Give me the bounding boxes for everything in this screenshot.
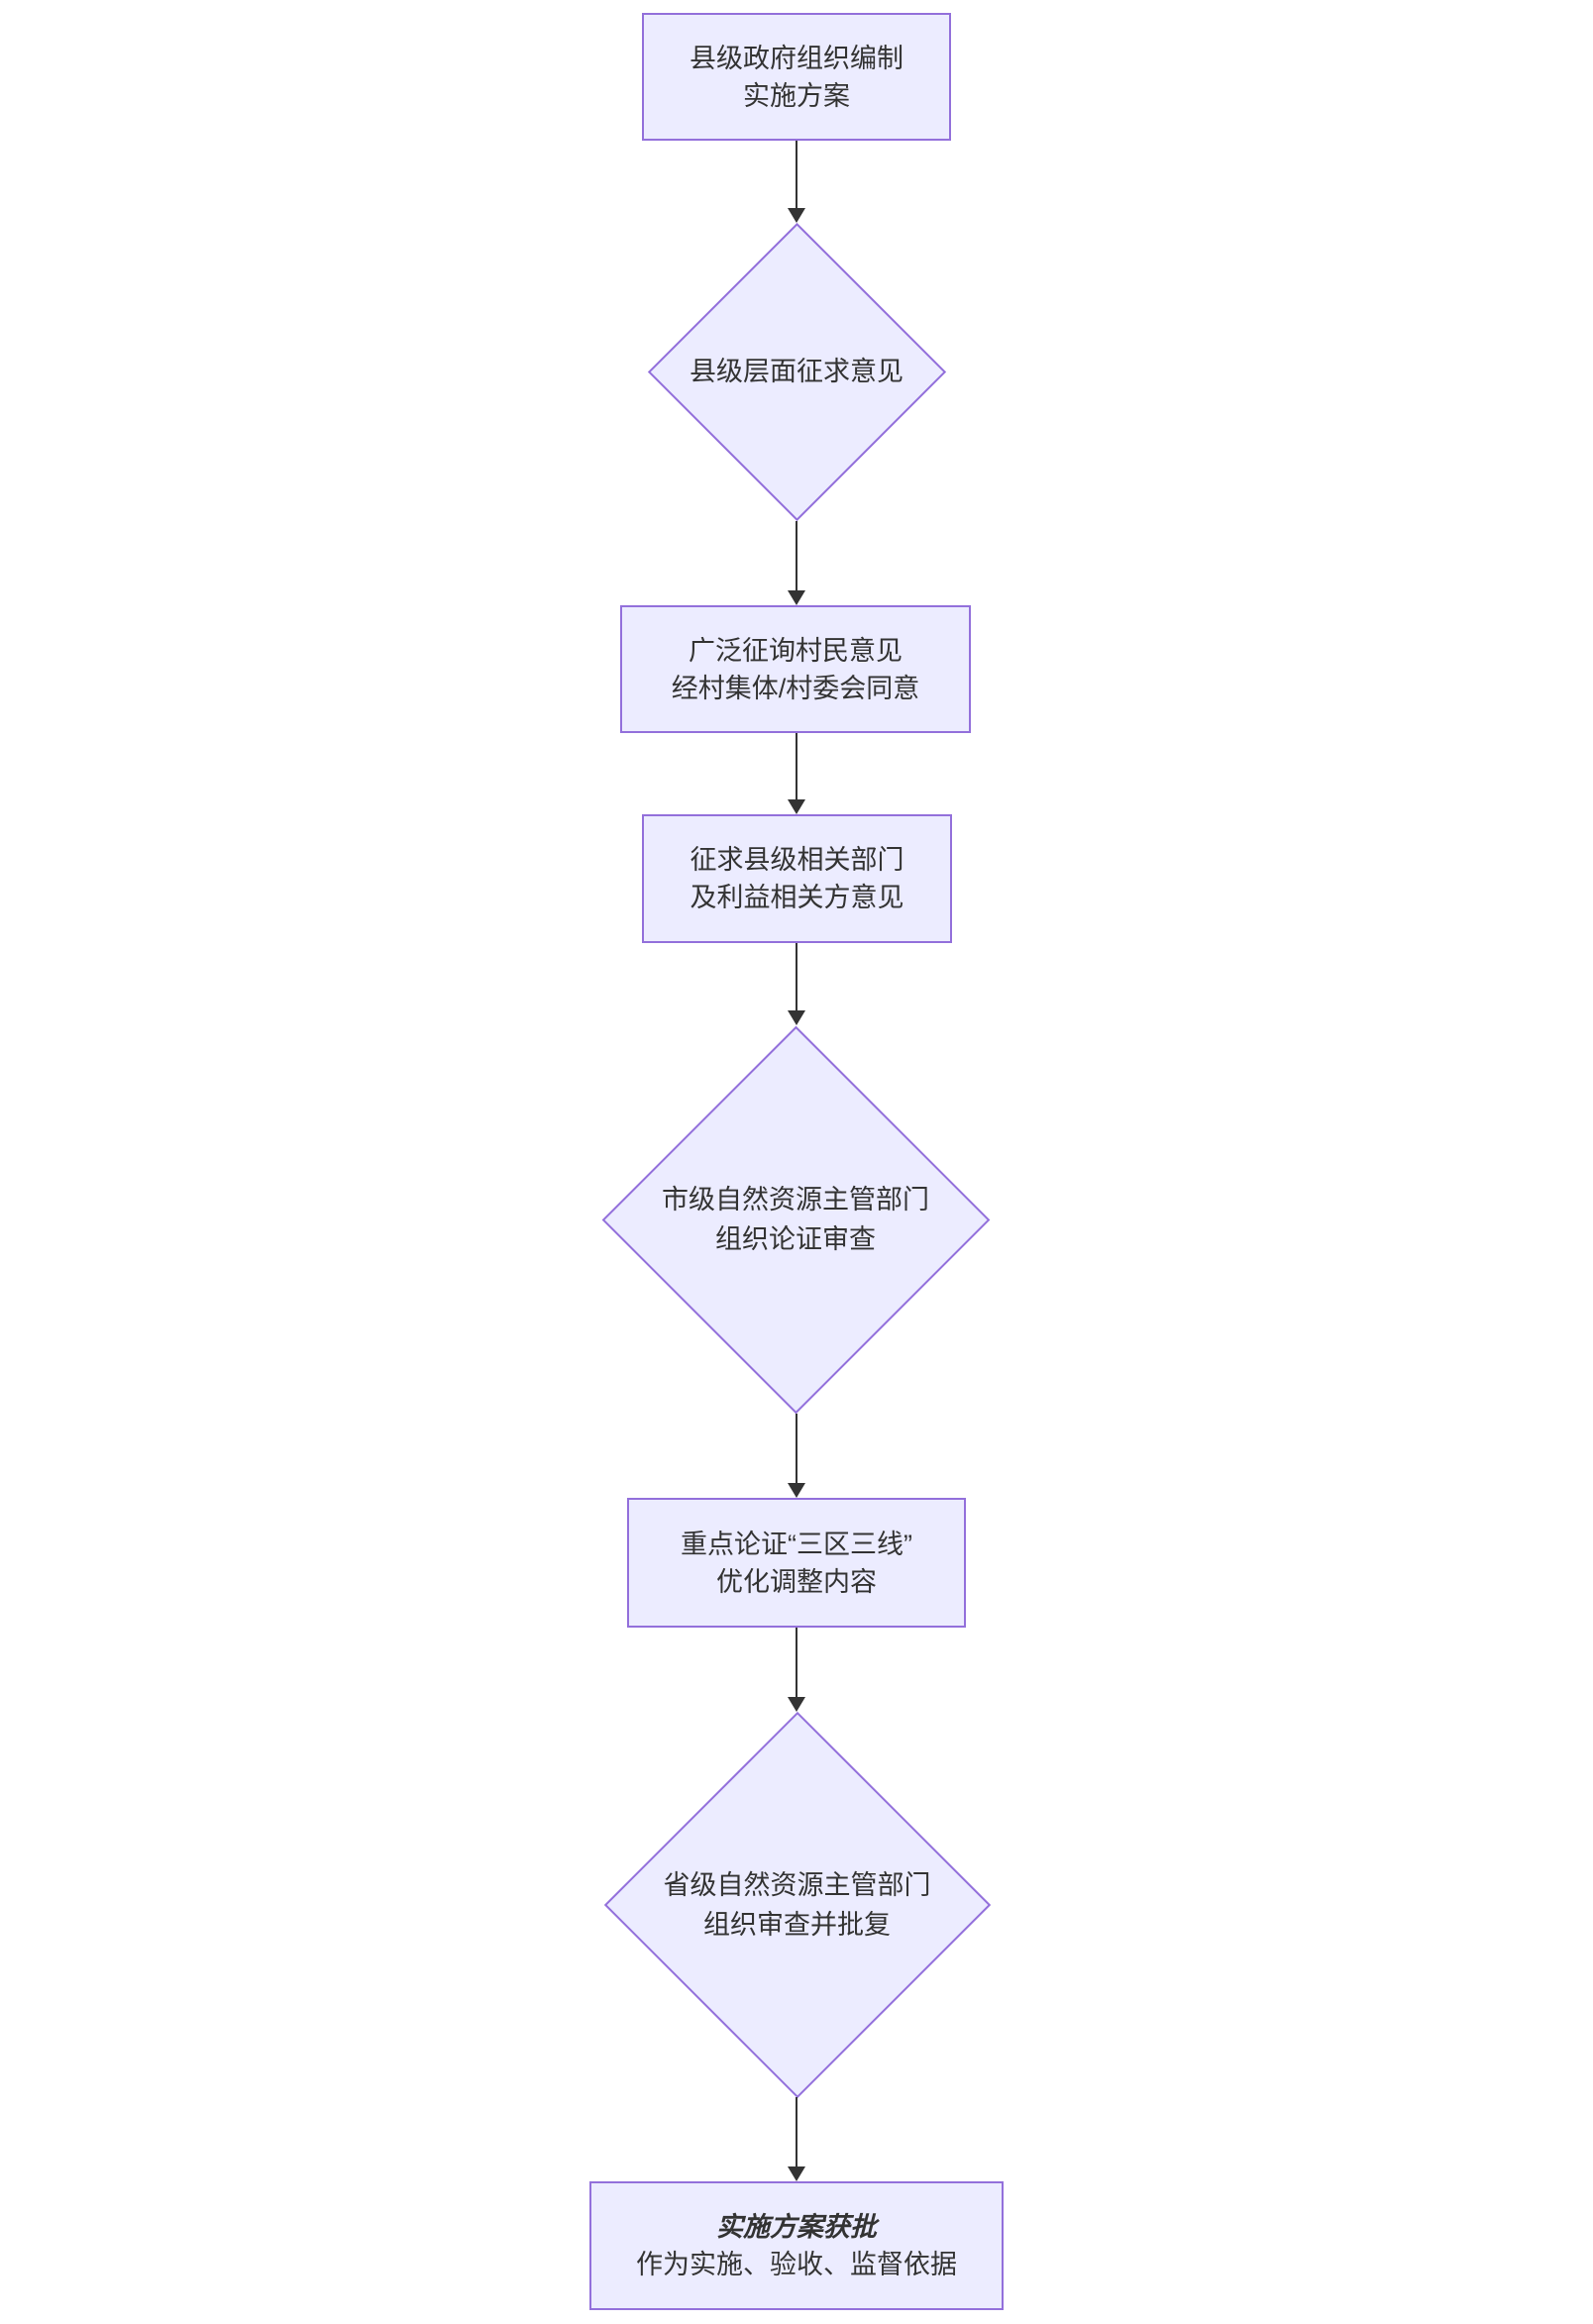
arrowhead-icon [788,208,805,223]
arrow-line [796,2097,797,2166]
node-label-line: 重点论证“三区三线” [681,1529,912,1559]
node-label: 县级层面征求意见 [647,222,946,521]
flow-node-plan-draft: 县级政府组织编制 实施方案 [642,13,951,141]
arrow-line [796,521,797,590]
arrow-line [796,141,797,208]
flow-arrow-villager-consult-to-dept-consult [788,733,805,814]
arrow-line [796,1414,797,1483]
flow-arrow-city-review-to-three-zones [788,1414,805,1498]
flow-arrow-dept-consult-to-city-review [788,943,805,1025]
flow-arrow-three-zones-to-province-review [788,1628,805,1712]
flow-node-three-zones: 重点论证“三区三线” 优化调整内容 [627,1498,966,1628]
node-label-line: 实施方案 [743,80,850,111]
arrow-line [796,943,797,1010]
node-label-line: 县级政府组织编制 [690,43,903,73]
node-label-line: 广泛征询村民意见 [689,635,903,666]
node-label-line: 组织审查并批复 [703,1909,891,1940]
flow-node-county-consult: 县级层面征求意见 [647,222,946,521]
arrowhead-icon [788,2166,805,2181]
arrowhead-icon [788,799,805,814]
arrowhead-icon [788,1010,805,1025]
node-label-line-emphasis: 实施方案获批 [716,2212,877,2242]
node-label-line: 经村集体/村委会同意 [671,673,920,703]
node-label: 市级自然资源主管部门 组织论证审查 [601,1025,990,1414]
flow-arrow-province-review-to-plan-approved [788,2097,805,2181]
node-label-line: 组织论证审查 [715,1224,876,1254]
flow-node-city-review: 市级自然资源主管部门 组织论证审查 [601,1025,990,1414]
flow-arrow-county-consult-to-villager-consult [788,521,805,605]
flow-node-province-review: 省级自然资源主管部门 组织审查并批复 [603,1711,991,2098]
node-label-line: 优化调整内容 [716,1566,877,1597]
flow-arrow-plan-draft-to-county-consult [788,141,805,223]
arrowhead-icon [788,590,805,605]
node-label: 省级自然资源主管部门 组织审查并批复 [603,1711,991,2098]
flow-node-plan-approved: 实施方案获批 作为实施、验收、监督依据 [589,2181,1004,2310]
arrow-line [796,733,797,799]
node-label-line: 及利益相关方意见 [690,883,904,912]
node-label-line: 作为实施、验收、监督依据 [636,2250,957,2279]
node-label-line: 市级自然资源主管部门 [662,1185,929,1215]
node-label-line: 征求县级相关部门 [690,845,904,875]
node-label-line: 县级层面征求意见 [690,357,903,386]
arrow-line [796,1628,797,1697]
arrowhead-icon [788,1483,805,1498]
node-label-line: 省级自然资源主管部门 [663,1869,931,1900]
flow-node-villager-consult: 广泛征询村民意见 经村集体/村委会同意 [620,605,971,733]
flow-node-dept-consult: 征求县级相关部门 及利益相关方意见 [642,814,952,943]
arrowhead-icon [788,1697,805,1712]
